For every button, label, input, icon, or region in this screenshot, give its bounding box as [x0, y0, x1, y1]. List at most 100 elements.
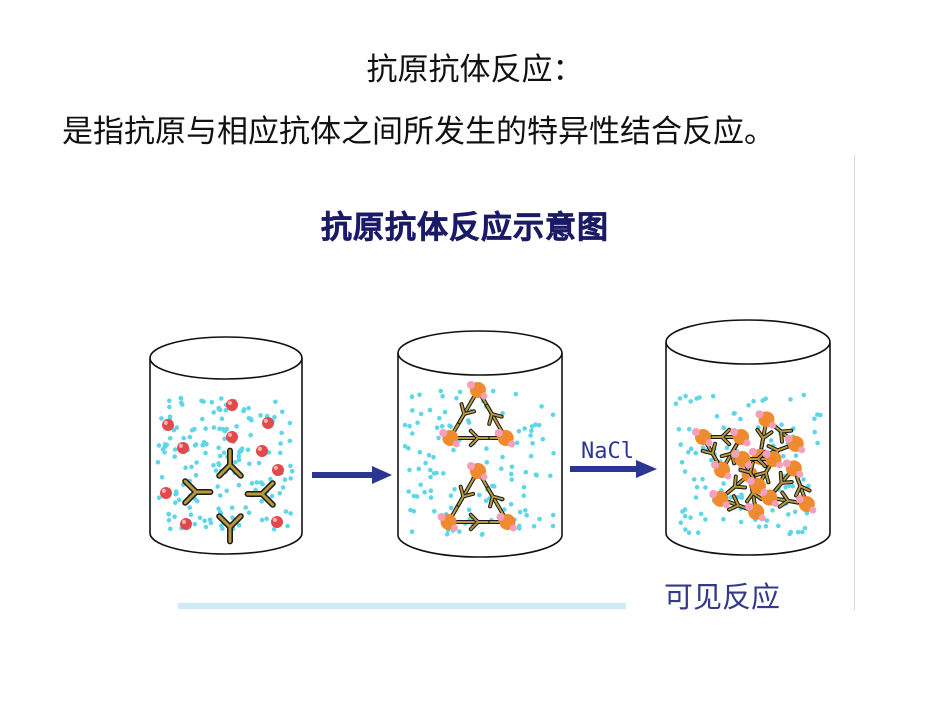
solvent-particle: [409, 529, 415, 534]
solvent-particle: [426, 452, 432, 458]
solvent-particle: [234, 424, 239, 429]
solvent-particle: [528, 453, 534, 459]
solvent-particle: [254, 480, 260, 485]
solvent-particle: [209, 399, 215, 405]
solvent-particle: [279, 430, 285, 436]
solvent-particle: [764, 518, 770, 523]
solvent-particle: [448, 505, 454, 511]
solvent-particle: [179, 400, 184, 406]
solvent-particle: [155, 460, 161, 465]
slide-heading: 抗原抗体反应：: [366, 52, 584, 88]
solvent-particle: [287, 420, 293, 426]
solvent-particle: [230, 515, 235, 520]
solvent-particle: [781, 454, 786, 459]
antigen: [160, 487, 172, 499]
solvent-particle: [288, 511, 293, 516]
solvent-particle: [236, 482, 242, 488]
solvent-particle: [282, 477, 288, 483]
solvent-particle: [193, 442, 199, 447]
solvent-particle: [768, 438, 774, 443]
solvent-particle: [159, 475, 165, 480]
solvent-particle: [790, 483, 796, 489]
solvent-particle: [678, 442, 683, 447]
solvent-particle: [156, 443, 162, 448]
solvent-particle: [176, 497, 182, 503]
solvent-particle: [536, 422, 542, 428]
solvent-particle: [688, 515, 693, 520]
solvent-particle: [221, 450, 227, 456]
baseline-bar: [178, 603, 626, 609]
solvent-particle: [738, 519, 744, 525]
solvent-particle: [776, 523, 781, 529]
solvent-particle: [432, 508, 437, 514]
visible-reaction-label: 可见反应: [664, 580, 781, 614]
divider-line: [854, 155, 855, 610]
solvent-particle: [216, 445, 221, 451]
solvent-particle: [406, 446, 411, 451]
solvent-particle: [271, 527, 277, 532]
solvent-particle: [211, 425, 217, 430]
solvent-particle: [417, 450, 423, 455]
solvent-particle: [189, 464, 194, 470]
solvent-particle: [514, 440, 520, 446]
antibody: [457, 402, 476, 425]
solvent-particle: [201, 440, 207, 445]
solvent-particle: [697, 395, 702, 400]
solvent-particle: [812, 429, 817, 435]
solvent-particle: [484, 460, 490, 465]
solvent-particle: [529, 424, 535, 429]
solvent-particle: [428, 474, 433, 480]
antibody: [710, 427, 732, 447]
solvent-particle: [509, 477, 514, 482]
antibody: [485, 403, 504, 426]
solvent-particle: [410, 408, 415, 413]
solvent-particle: [509, 471, 514, 477]
solvent-particle: [457, 389, 463, 395]
solvent-particle: [550, 523, 556, 529]
solvent-particle: [402, 444, 408, 449]
solvent-particle: [183, 465, 188, 471]
solvent-particle: [517, 509, 523, 515]
solvent-particle: [806, 483, 811, 489]
antibody: [468, 428, 490, 448]
solvent-particle: [277, 491, 283, 496]
solvent-particle: [188, 512, 194, 517]
solvent-particle: [531, 524, 537, 529]
solvent-particle: [484, 446, 489, 451]
antigen: [271, 516, 283, 528]
solvent-particle: [703, 517, 708, 522]
solvent-particle: [189, 427, 195, 433]
solvent-particle: [422, 489, 427, 495]
solvent-particle: [682, 513, 688, 519]
solvent-particle: [438, 388, 444, 394]
solvent-particle: [703, 485, 708, 490]
solvent-particle: [439, 424, 445, 429]
solvent-particle: [779, 422, 784, 428]
solvent-particle: [800, 529, 805, 535]
solvent-particle: [202, 518, 207, 524]
solvent-particle: [437, 415, 442, 421]
solvent-particle: [217, 509, 223, 515]
solvent-particle: [197, 515, 203, 521]
solvent-particle: [786, 512, 791, 517]
solvent-particle: [215, 484, 220, 489]
solvent-particle: [679, 460, 685, 465]
solvent-particle: [249, 481, 255, 486]
solvent-particle: [522, 426, 527, 431]
solvent-particle: [259, 499, 264, 504]
solvent-particle: [178, 396, 184, 401]
solvent-particle: [203, 524, 209, 530]
arrow-mixing: [312, 466, 392, 484]
solvent-particle: [694, 484, 700, 490]
solvent-particle: [264, 516, 269, 522]
solvent-particle: [229, 505, 235, 511]
solvent-particle: [273, 399, 278, 405]
solvent-particle: [457, 529, 462, 534]
solvent-particle: [406, 489, 412, 494]
antibody: [468, 512, 490, 532]
solvent-particle: [686, 530, 692, 535]
solvent-particle: [236, 457, 242, 463]
solvent-particle: [243, 505, 248, 510]
solvent-particle: [193, 473, 199, 478]
